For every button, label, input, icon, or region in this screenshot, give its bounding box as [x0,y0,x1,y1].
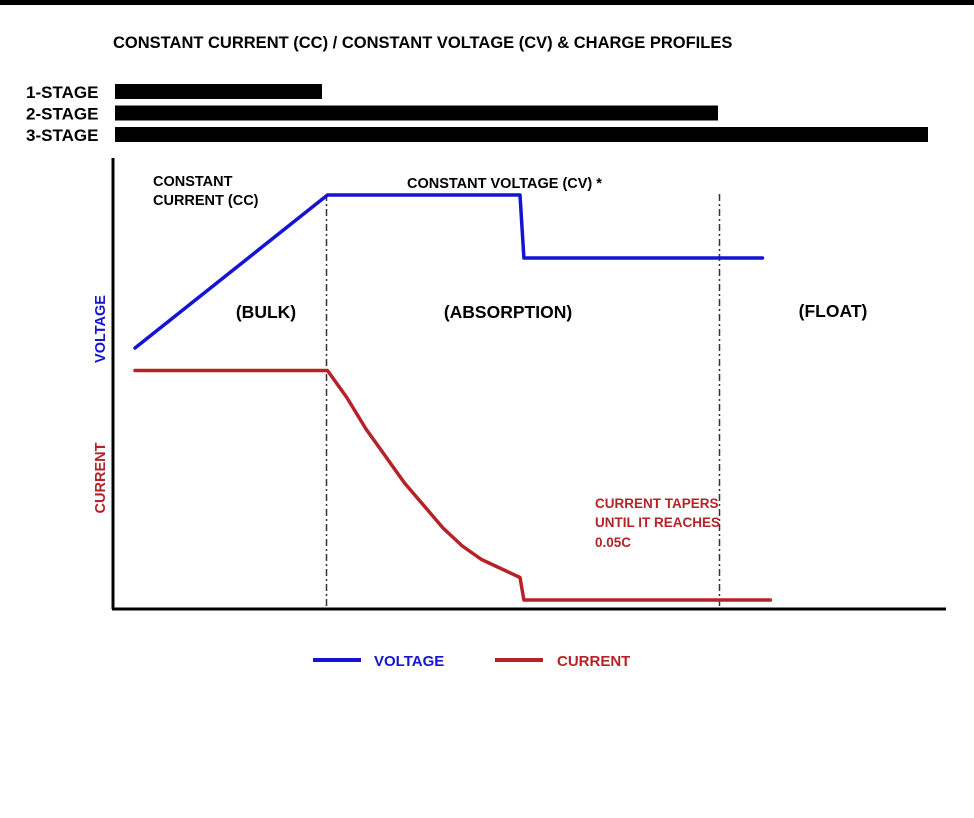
taper-note-line2: UNTIL IT REACHES [595,515,720,530]
voltage-axis-label: VOLTAGE [93,295,109,363]
legend-voltage-label: VOLTAGE [374,653,444,670]
float-label: (FLOAT) [799,301,868,321]
stage-bar [115,127,928,142]
stage-bars: 1-STAGE 2-STAGE 3-STAGE [26,83,928,145]
cc-label-line1: CONSTANT [153,174,233,190]
stage-bar [115,84,322,99]
bulk-label: (BULK) [236,302,296,322]
stage-bar [115,105,718,121]
stage-bar-label: 2-STAGE [26,105,98,124]
cc-label-line2: CURRENT (CC) [153,193,259,209]
absorption-label: (ABSORPTION) [444,302,572,322]
taper-note-line1: CURRENT TAPERS [595,496,719,511]
axes [111,158,946,611]
phase-dividers [325,194,721,609]
voltage-series-line [133,193,765,350]
legend-current-label: CURRENT [557,653,630,670]
stage-bar-label: 1-STAGE [26,83,98,102]
series-lines [133,193,773,602]
cv-label: CONSTANT VOLTAGE (CV) * [407,176,602,192]
taper-note-line3: 0.05C [595,535,631,550]
top-border [0,0,974,5]
chart-title: CONSTANT CURRENT (CC) / CONSTANT VOLTAGE… [113,34,732,52]
legend: VOLTAGE CURRENT [313,653,630,670]
current-axis-label: CURRENT [93,442,109,513]
current-series-line [133,368,773,602]
stage-bar-label: 3-STAGE [26,126,98,145]
